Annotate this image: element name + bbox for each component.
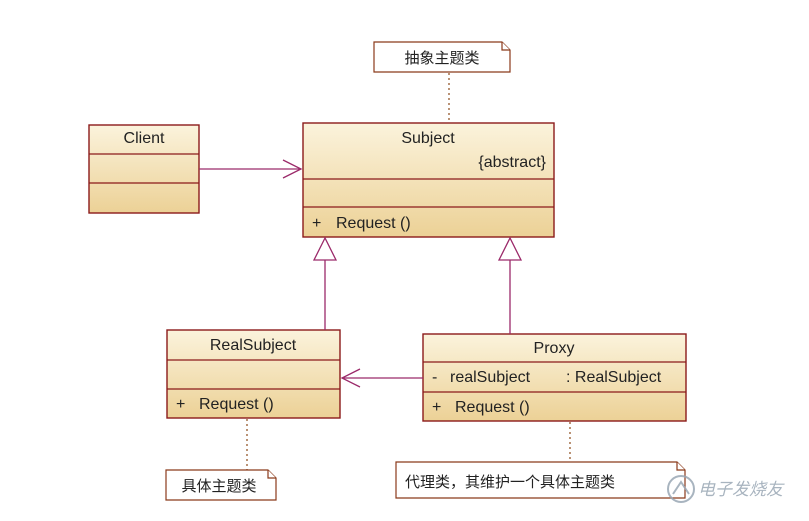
class-client: Client [88,124,200,214]
class-realsubject: RealSubject + Request () [166,329,341,419]
class-proxy-operation: Request () [455,399,530,416]
class-proxy: Proxy - realSubject : RealSubject + Requ… [422,333,687,422]
class-subject-name: Subject [401,130,455,147]
class-subject-op-visibility: + [312,215,321,232]
class-subject-operation: Request () [336,215,411,232]
generalization-proxy-subject [497,236,523,334]
class-realsubject-operation: Request () [199,396,274,413]
generalization-realsubject-subject [312,236,338,330]
note-subject-text: 抽象主题类 [404,49,479,67]
class-realsubject-op-visibility: + [176,396,185,413]
note-realsubject-text: 具体主题类 [181,477,256,495]
class-proxy-attr-name: realSubject [450,369,531,386]
class-realsubject-name: RealSubject [210,337,297,354]
class-proxy-attr-type: : RealSubject [566,369,662,386]
watermark: 电子发烧友 [667,475,785,503]
note-subject: 抽象主题类 [373,41,511,73]
note-proxy-text: 代理类，其维护一个具体主题类 [405,473,615,491]
class-proxy-attr-visibility: - [432,369,437,386]
watermark-text: 电子发烧友 [698,480,785,500]
class-client-name: Client [124,130,165,147]
elecfans-logo-icon [667,475,695,503]
class-proxy-name: Proxy [534,340,575,357]
association-client-subject [199,159,303,179]
class-proxy-op-visibility: + [432,399,441,416]
note-proxy: 代理类，其维护一个具体主题类 [395,461,686,499]
class-subject: Subject {abstract} + Request () [302,122,555,238]
note-realsubject: 具体主题类 [165,469,277,501]
class-subject-stereotype: {abstract} [478,154,546,171]
association-proxy-realsubject [340,368,423,388]
